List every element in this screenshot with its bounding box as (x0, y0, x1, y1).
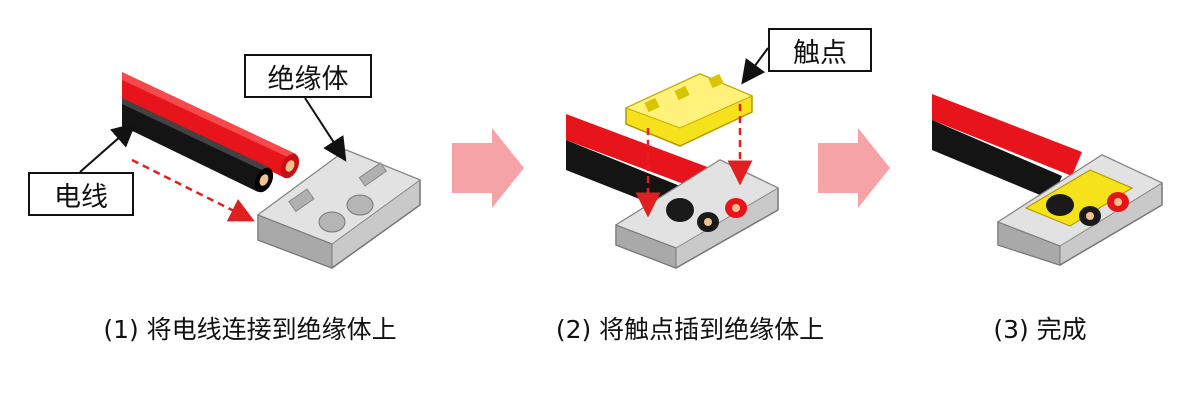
step1-illustration (79, 72, 422, 269)
wire-callout-label: 电线 (54, 181, 108, 213)
step3-caption: (3) 完成 (993, 315, 1087, 344)
insulator-body (256, 149, 422, 269)
contact-leader-line (741, 47, 769, 85)
step-arrow-2 (818, 128, 890, 208)
red-wire (932, 94, 1082, 176)
contact-callout-label: 触点 (793, 37, 847, 69)
contact-callout: 触点 (768, 28, 872, 72)
insulator-leader-line (304, 97, 347, 162)
red-wire (122, 72, 300, 179)
insulator-callout-label: 绝缘体 (267, 63, 349, 95)
insert-direction-arrow (131, 158, 255, 222)
assembled-connector (996, 154, 1164, 266)
insulator-callout: 绝缘体 (244, 54, 372, 98)
black-wire (932, 120, 1062, 200)
step1-caption: (1) 将电线连接到绝缘体上 (103, 315, 397, 344)
black-wire (122, 98, 274, 193)
wire-leader-line (79, 122, 137, 173)
step2-illustration (566, 47, 780, 269)
step-arrow-1 (452, 128, 524, 208)
step3-illustration (932, 94, 1164, 266)
wire-callout: 电线 (28, 172, 134, 216)
red-wire (566, 114, 710, 190)
step2-caption: (2) 将触点插到绝缘体上 (555, 315, 825, 344)
contact-part (624, 73, 754, 147)
